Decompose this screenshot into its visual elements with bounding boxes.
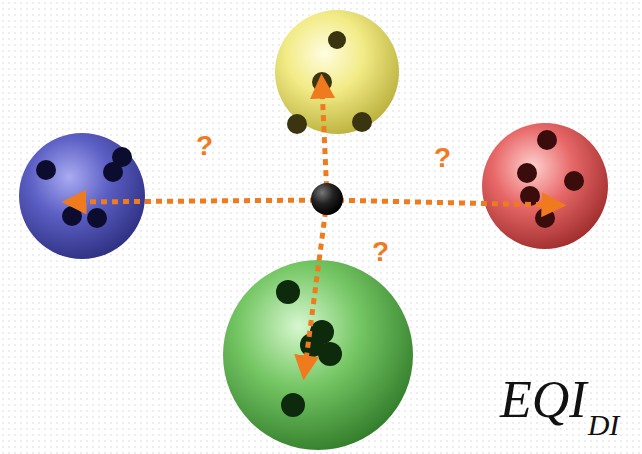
question-mark: ? [196,132,213,160]
formula-subscript: DI [588,410,620,440]
green-cluster [223,260,413,450]
question-mark: ? [372,238,389,266]
blue-cluster [19,133,145,259]
yellow-cluster [275,10,399,134]
question-mark: ? [434,144,451,172]
red-cluster [482,123,608,249]
query-point [311,183,343,215]
formula-symbol: EQI [500,374,587,426]
question-arrows [74,86,554,368]
